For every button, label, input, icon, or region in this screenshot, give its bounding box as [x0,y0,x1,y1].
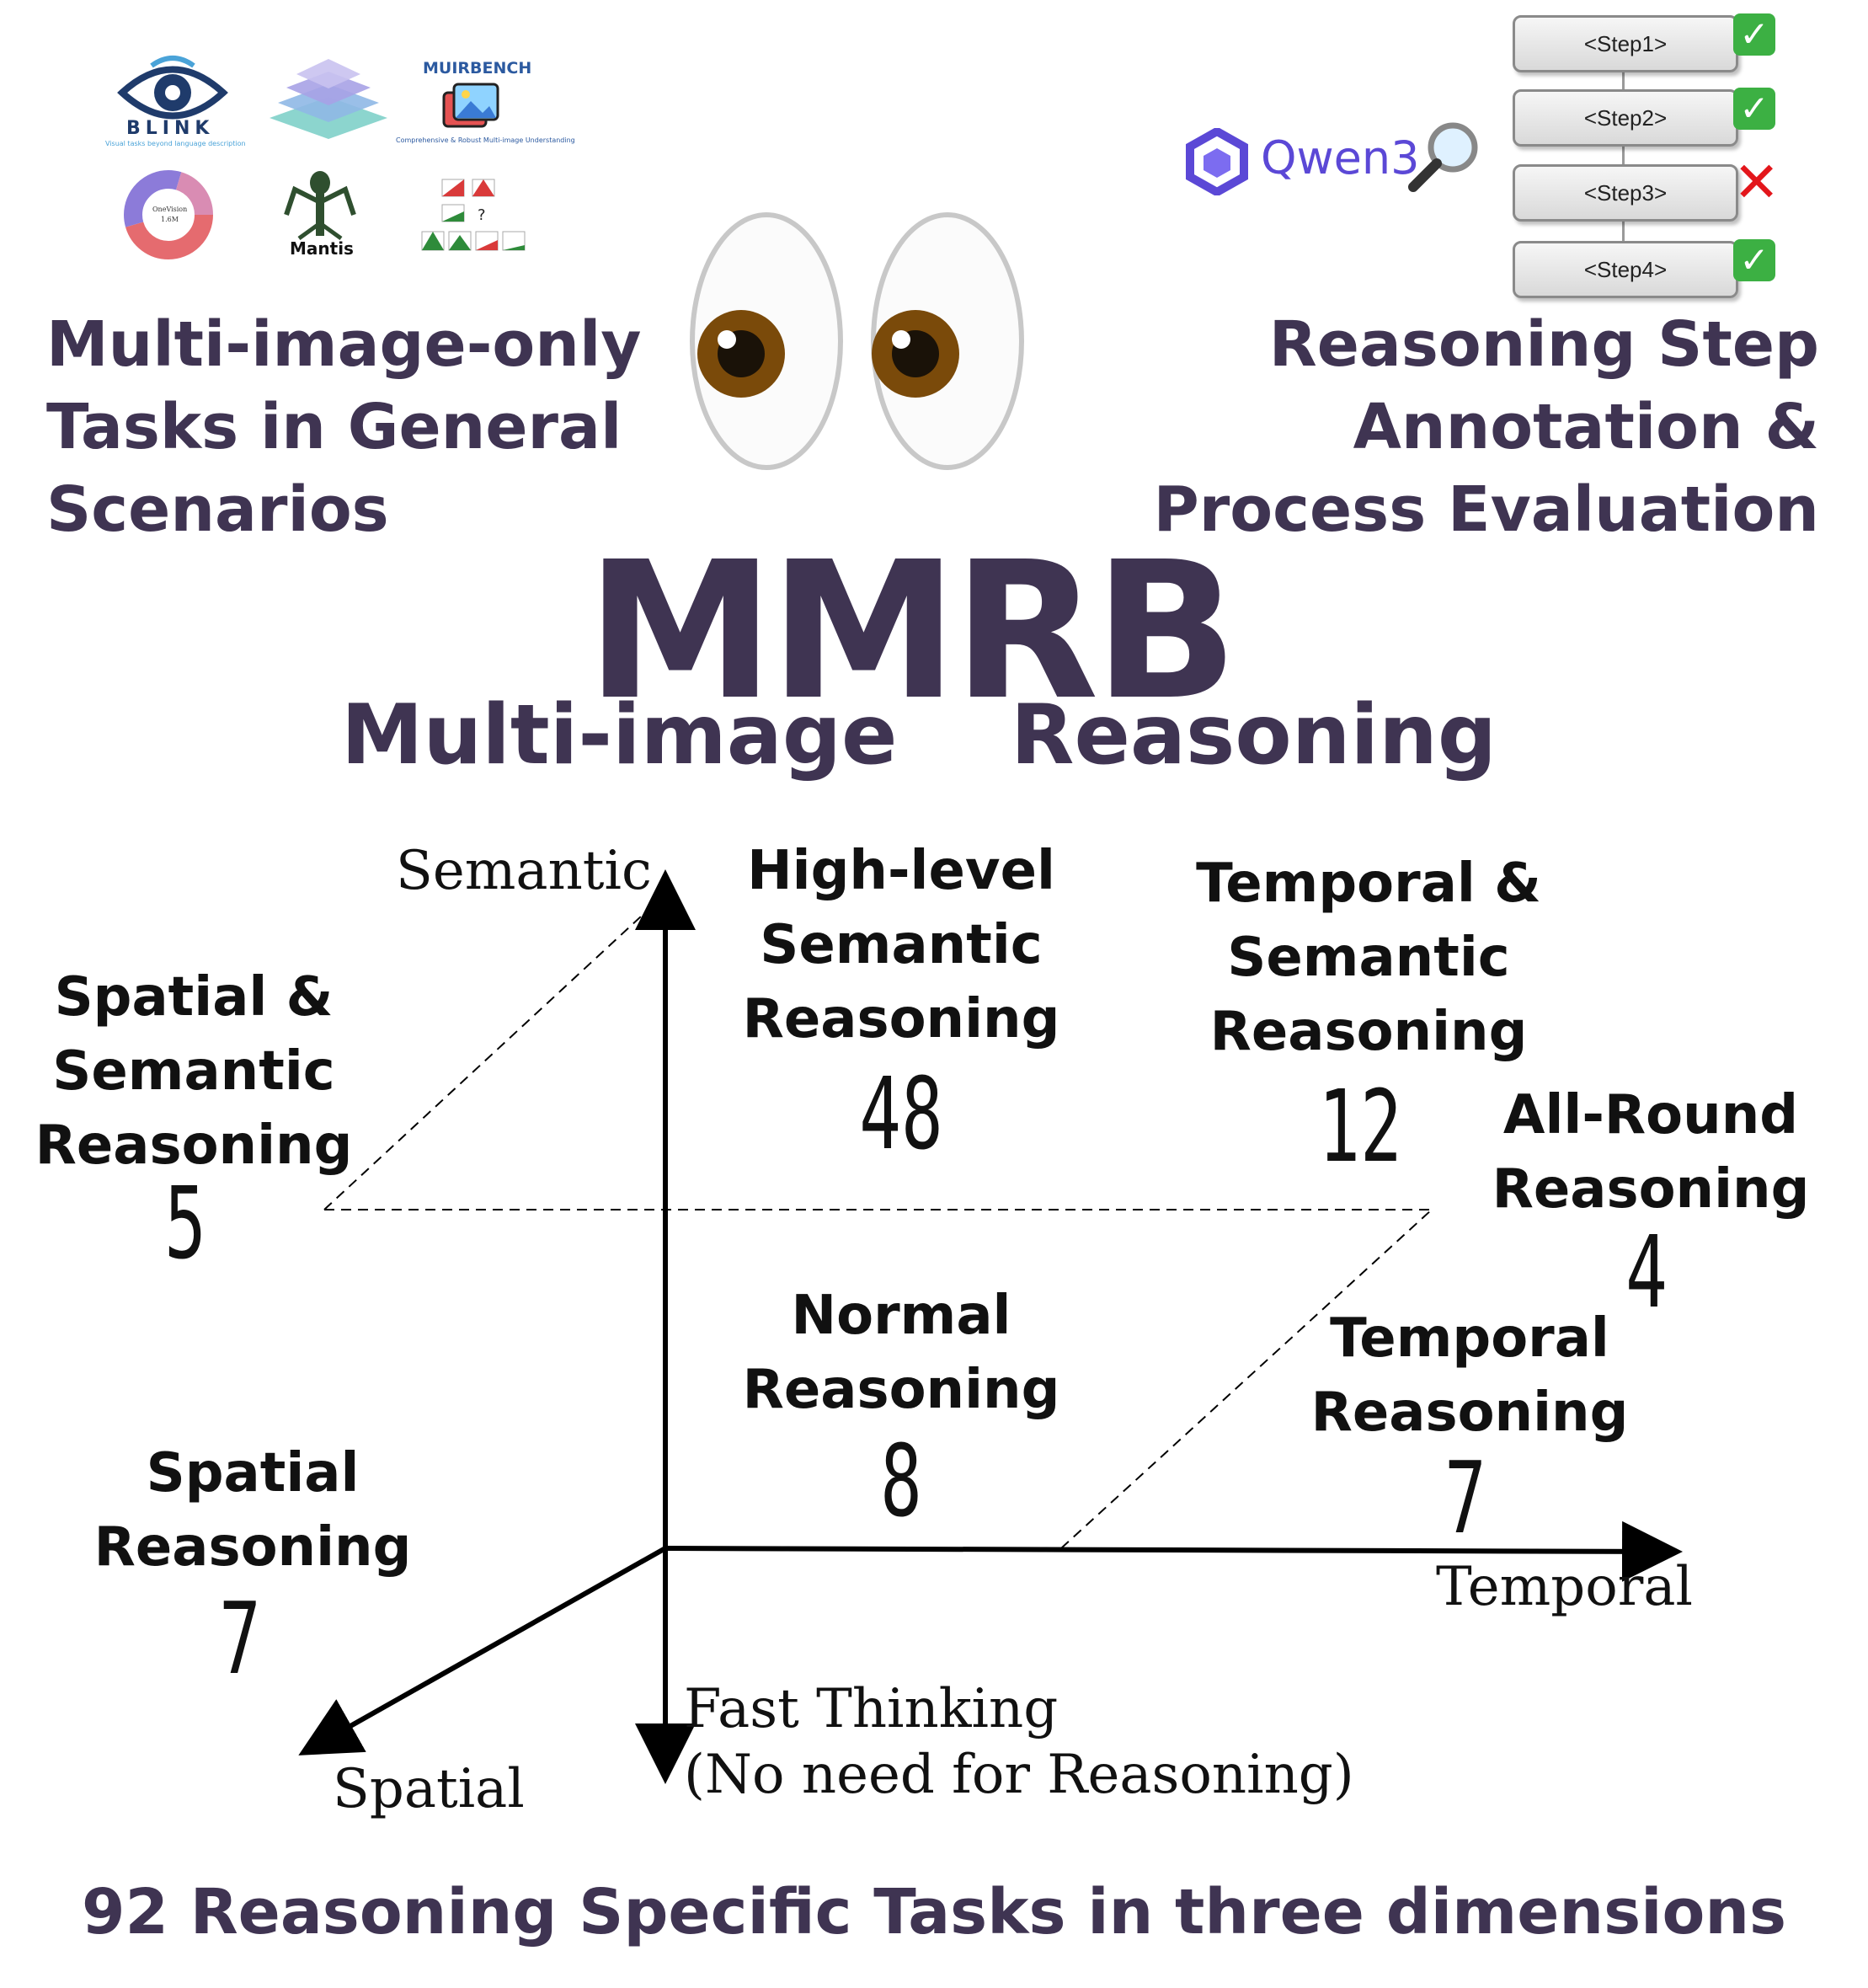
general-scenarios-headline: Multi-image-only Tasks in General Scenar… [46,303,703,551]
fast-thinking-line: (No need for Reasoning) [684,1744,1354,1806]
headline-line: Annotation & [1353,391,1819,463]
step-box-4: <Step4> [1513,241,1738,298]
category-count: 48 [859,1055,943,1172]
category-high-level-semantic: High-level Semantic Reasoning [733,834,1070,1056]
category-label: Temporal [1330,1307,1609,1370]
category-label: Reasoning [1310,1381,1629,1444]
puzzle-logo: ? [417,173,535,265]
mantis-logo: Mantis [278,164,362,265]
blink-tagline: Visual tasks beyond language description [105,140,246,147]
category-label: Temporal & [1196,852,1541,915]
muirbench-title: MUIRBENCH [423,59,532,77]
image-stack-icon [442,83,499,128]
eyes-icon [690,212,1024,470]
blink-logo: BLINK Visual tasks beyond language descr… [101,51,246,152]
category-count: 4 [1625,1214,1668,1330]
onevision-name: OneVision [152,206,188,213]
step-box-3: <Step3> [1513,164,1738,222]
category-label: Reasoning [1492,1158,1810,1221]
check-icon: ✓ [1733,13,1775,56]
donut-icon [124,170,213,259]
category-label: High-level [747,840,1055,902]
spatial-axis [298,1546,667,1756]
category-spatial-semantic: Spatial & Semantic Reasoning [25,960,362,1183]
layers-logo [253,51,404,152]
footer-summary: 92 Reasoning Specific Tasks in three dim… [81,1876,1787,1948]
category-temporal-semantic: Temporal & Semantic Reasoning [1192,847,1545,1069]
temporal-axis-label: Temporal [1436,1556,1693,1618]
qwen-badge: Qwen3 [1183,118,1486,211]
qwen-name: Qwen3 [1261,131,1420,184]
category-all-round: All-Round Reasoning [1482,1078,1819,1226]
category-label: Reasoning [35,1114,353,1177]
mantis-icon [284,171,356,241]
headline-line: Process Evaluation [1153,473,1819,546]
logo-cluster: BLINK Visual tasks beyond language descr… [101,51,575,270]
check-icon: ✓ [1733,239,1775,281]
headline-line: Tasks in General [46,391,622,463]
onevision-size: 1.6M [161,216,179,223]
category-label: All-Round [1502,1084,1799,1146]
fast-thinking-axis-label: Fast Thinking (No need for Reasoning) [684,1676,1354,1808]
category-normal: Normal Reasoning [733,1279,1070,1427]
headline-line: Reasoning Step [1268,308,1819,381]
spatial-axis-label: Spatial [333,1758,525,1820]
category-count: 8 [880,1423,922,1539]
eye-icon [117,56,228,120]
semantic-axis-label: Semantic [396,840,652,902]
muirbench-tagline: Comprehensive & Robust Multi-image Under… [396,136,575,144]
layers-icon [270,59,387,139]
main-title: MMRB [585,521,1239,742]
category-count: 7 [219,1580,261,1697]
category-label: Reasoning [742,1359,1060,1421]
svg-text:?: ? [478,206,486,224]
title-left-word: Multi-image [341,687,898,783]
cross-icon: ✕ [1733,150,1780,215]
category-count: 12 [1318,1068,1402,1184]
category-label: Semantic [760,914,1043,976]
category-label: Semantic [1227,927,1510,989]
category-label: Reasoning [742,988,1060,1050]
muirbench-logo: MUIRBENCH Comprehensive & Robust Multi-i… [396,59,575,152]
blink-title: BLINK [126,118,215,139]
title-right-word: Reasoning [1011,687,1497,783]
fast-thinking-line: Fast Thinking [684,1678,1059,1740]
onevision-logo: OneVision 1.6M [122,168,215,261]
headline-line: Multi-image-only [46,308,642,381]
process-evaluation-headline: Reasoning Step Annotation & Process Eval… [1129,303,1819,551]
category-label: Semantic [52,1040,335,1103]
category-label: Spatial & [54,966,334,1029]
category-label: Spatial [146,1442,360,1504]
magnifier-icon [1408,122,1478,192]
qwen-logo-icon [1186,128,1248,195]
step-connector [1622,51,1625,253]
temporal-axis [664,1520,1683,1582]
category-temporal: Temporal Reasoning [1301,1301,1638,1450]
mantis-title: Mantis [290,238,354,259]
step-box-1: <Step1> [1513,15,1738,72]
puzzle-icon: ? [421,179,526,251]
category-spatial: Spatial Reasoning [84,1436,421,1585]
headline-line: Scenarios [46,473,389,546]
category-count: 7 [1444,1440,1486,1556]
check-icon: ✓ [1733,88,1775,130]
category-label: Reasoning [93,1516,412,1579]
category-count: 5 [164,1165,206,1281]
category-label: Normal [791,1285,1011,1347]
semantic-spatial-dashed [323,905,654,1210]
category-label: Reasoning [1209,1001,1528,1063]
